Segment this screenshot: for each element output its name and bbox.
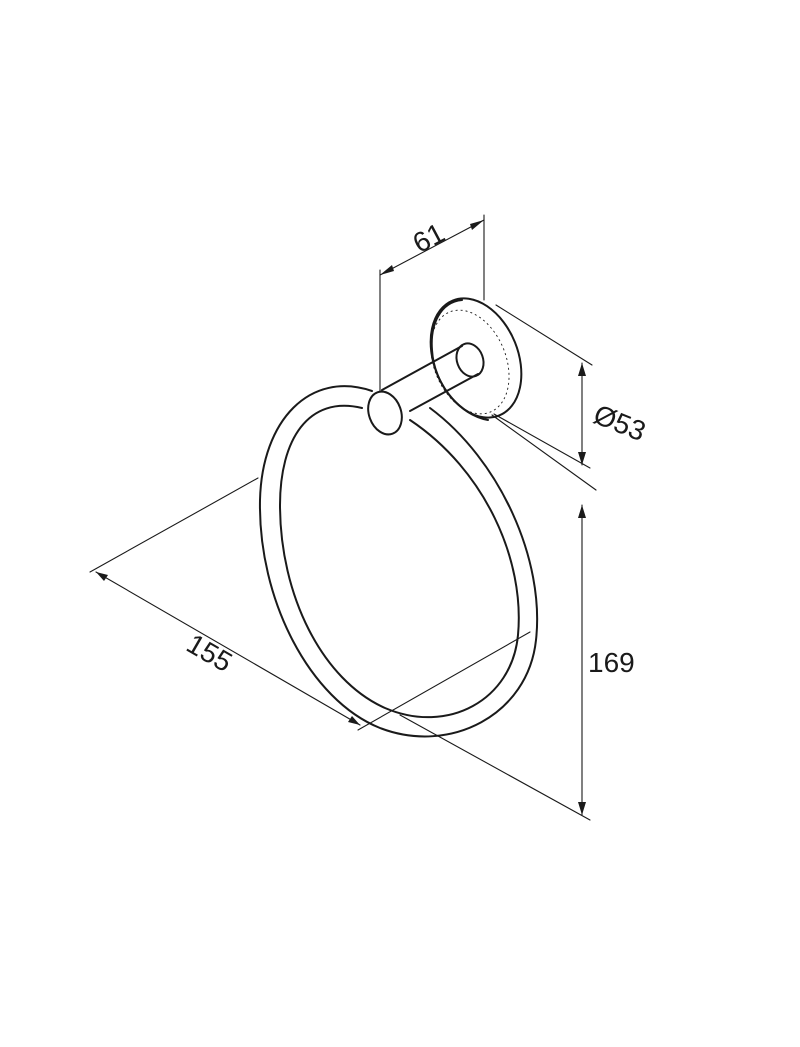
wall-rosette (429, 297, 523, 421)
extension-line-bottom (493, 413, 591, 469)
arrowhead (348, 716, 360, 725)
dimension-height: 169 (399, 414, 635, 821)
arrowhead (380, 265, 394, 275)
arrowhead (470, 220, 484, 230)
extension-line-top (495, 304, 593, 366)
support-arm (367, 342, 485, 436)
arm-lower-edge (409, 373, 479, 412)
arm-end-cap (367, 390, 403, 436)
label-height: 169 (588, 647, 635, 678)
dimension-width: 155 (89, 477, 531, 731)
towel-ring (258, 385, 539, 738)
rosette-hidden-face (430, 309, 510, 415)
arrowhead (578, 802, 586, 815)
label-rosette-diameter: Ø53 (589, 399, 650, 448)
ring-inner-edge (279, 404, 520, 719)
dimension-line-61 (379, 219, 485, 276)
ring-outer-edge (258, 385, 539, 738)
dimension-line-155 (95, 571, 361, 726)
arm-collar (455, 342, 485, 378)
arm-upper-edge (381, 345, 463, 391)
label-width: 155 (182, 628, 238, 678)
dimension-rosette-diameter: Ø53 (493, 304, 650, 469)
arrowhead (578, 452, 586, 465)
extension-line-right (357, 631, 531, 731)
label-depth: 61 (408, 217, 450, 259)
arrowhead (96, 572, 108, 581)
extension-line-left (89, 477, 259, 573)
extension-line-top (491, 414, 597, 491)
extension-line-bottom (399, 714, 591, 821)
arrowhead (578, 505, 586, 518)
dimension-depth: 61 (379, 214, 485, 393)
rosette-back-rim (430, 299, 489, 421)
arrowhead (578, 363, 586, 376)
